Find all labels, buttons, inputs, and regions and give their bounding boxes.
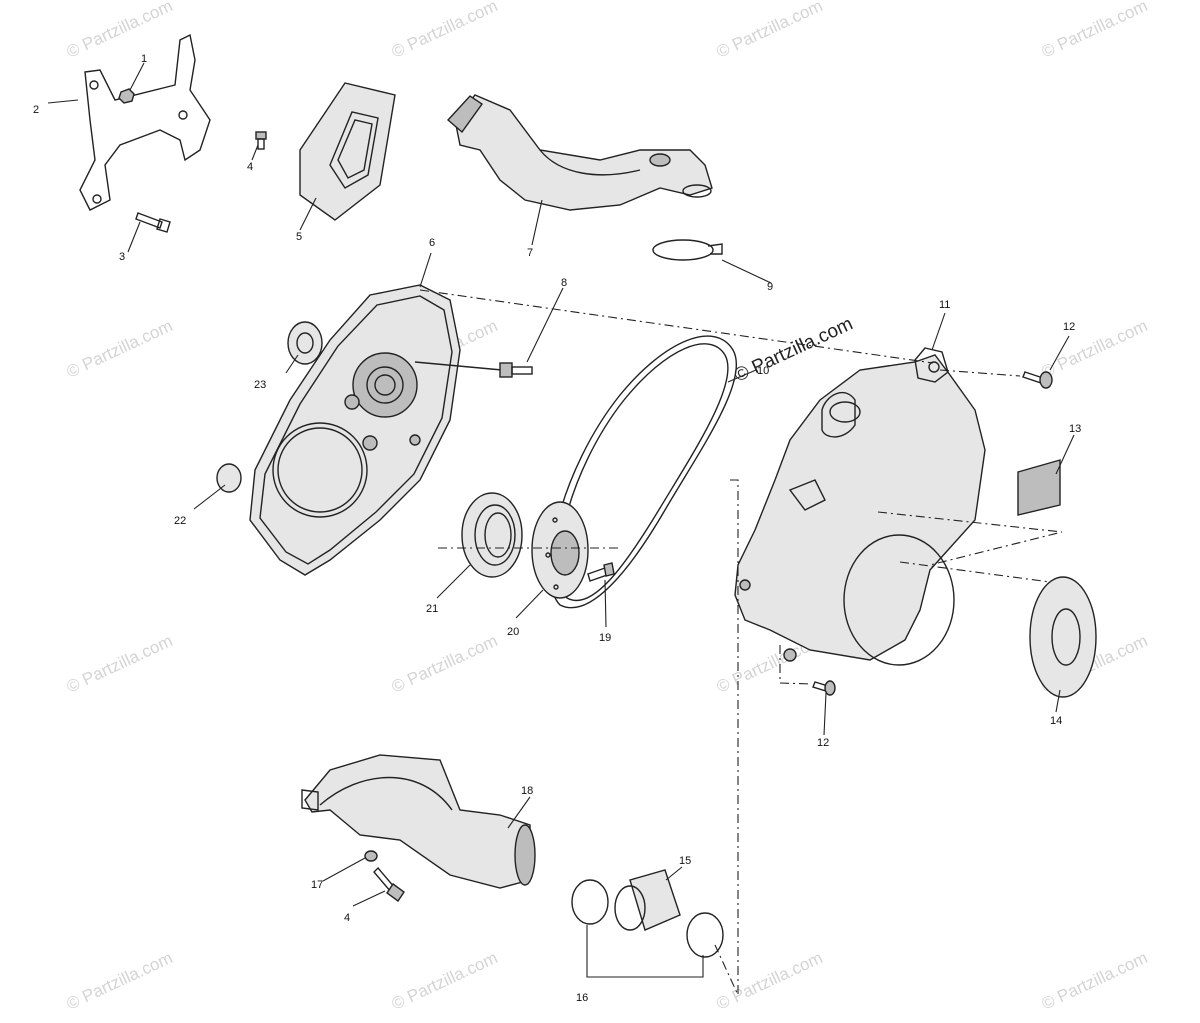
callout-2: 2 (33, 104, 39, 116)
bracket-assembly (79, 33, 211, 233)
callout-19: 19 (599, 632, 611, 644)
plug (216, 463, 242, 493)
bracket (79, 33, 211, 211)
callout-21: 21 (426, 603, 438, 615)
cover-bolt (414, 361, 533, 378)
callout-15: 15 (679, 855, 691, 867)
watermark-center: © Partzilla.com (731, 313, 856, 386)
seal (461, 492, 523, 578)
drive-belt (549, 335, 738, 609)
plate (531, 501, 589, 599)
watermark: © Partzilla.com (389, 631, 501, 697)
nut (118, 88, 135, 104)
callout-20: 20 (507, 626, 519, 638)
callout-3: 3 (119, 251, 125, 263)
watermark: © Partzilla.com (389, 948, 501, 1014)
callout-7: 7 (527, 247, 533, 259)
callout-12: 12 (1063, 321, 1075, 333)
watermark: © Partzilla.com (389, 0, 501, 62)
callout-18: 18 (521, 785, 533, 797)
clamp (652, 239, 723, 261)
callout-9: 9 (767, 281, 773, 293)
watermark: © Partzilla.com (64, 631, 176, 697)
washer (1029, 576, 1097, 698)
assembly-lines (419, 289, 1063, 996)
watermark: © Partzilla.com (1039, 948, 1151, 1014)
callout-23: 23 (254, 379, 266, 391)
callout-22: 22 (174, 515, 186, 527)
callout-11: 11 (939, 299, 950, 311)
ring-washer (287, 321, 323, 365)
watermark: © Partzilla.com (714, 0, 826, 62)
decal (1017, 459, 1061, 516)
callout-6: 6 (429, 237, 435, 249)
callout-12-lower: 12 (817, 737, 829, 749)
inner-clutch-cover (249, 284, 461, 576)
watermark: © Partzilla.com (64, 316, 176, 382)
leader-lines (47, 62, 1075, 978)
callout-13: 13 (1069, 423, 1081, 435)
watermark: © Partzilla.com (64, 0, 176, 62)
outlet-duct (301, 754, 536, 889)
watermark: © Partzilla.com (64, 948, 176, 1014)
callout-17: 17 (311, 879, 323, 891)
watermark-layer: © Partzilla.com © Partzilla.com © Partzi… (64, 0, 1151, 1014)
watermark: © Partzilla.com (1039, 316, 1151, 382)
lower-fasteners (364, 850, 405, 902)
plate-screw (587, 562, 615, 582)
intake-duct (446, 94, 713, 211)
intake-boot (299, 82, 396, 221)
small-bolt (255, 131, 267, 150)
callout-10: 10 (757, 365, 769, 377)
callout-labels: 1 2 3 4 4 5 6 7 8 9 10 11 12 12 13 14 15… (33, 53, 1081, 1004)
outer-clutch-cover (734, 347, 986, 666)
watermark: © Partzilla.com (714, 948, 826, 1014)
cover-screw-top (1022, 371, 1053, 389)
cover-screw-bottom (812, 680, 836, 696)
bolt (135, 212, 171, 233)
callout-14: 14 (1050, 715, 1062, 727)
watermark: © Partzilla.com (1039, 0, 1151, 62)
callout-4-lower: 4 (344, 912, 350, 924)
callout-4: 4 (247, 161, 253, 173)
callout-16: 16 (576, 992, 588, 1004)
callout-5: 5 (296, 231, 302, 243)
callout-1: 1 (141, 53, 147, 65)
sleeve-and-clamps (571, 869, 724, 958)
callout-8: 8 (561, 277, 567, 289)
